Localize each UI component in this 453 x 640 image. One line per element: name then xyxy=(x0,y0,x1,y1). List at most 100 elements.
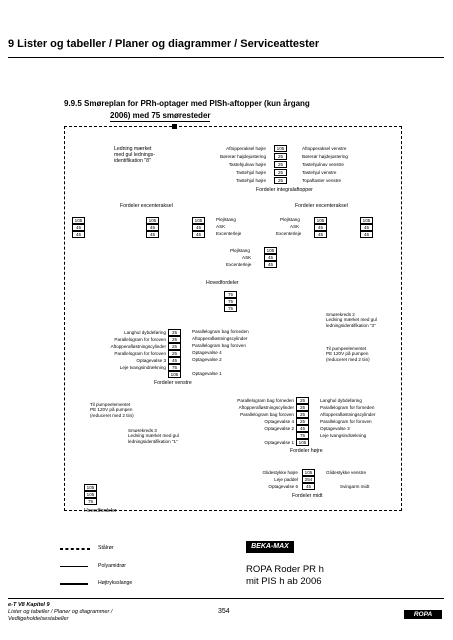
midt-label: Glidestykke højre xyxy=(262,470,299,475)
ropa-logo: ROPA xyxy=(404,610,442,619)
top-right-item: Topaftaster venstre xyxy=(302,178,342,183)
right-right-label: Leje tvangsindrækning xyxy=(320,433,367,438)
excenter-box: 45 xyxy=(314,224,327,231)
excenter-box: 45 xyxy=(146,224,159,231)
top-right-item: Tastehjul venstre xyxy=(302,170,337,175)
excenter-box: 45 xyxy=(192,224,205,231)
midt-label: Leje paddel xyxy=(274,477,298,482)
right-box: 25 xyxy=(296,404,309,411)
left-label: Leje tvangsindrækning xyxy=(119,365,166,370)
top-box: 25 xyxy=(274,177,287,184)
right-right-label: Langhul dybdeføring xyxy=(320,398,362,403)
left-right-label: Aftopperafløstningscylinder xyxy=(192,336,248,341)
left-label: Optagevalse 3 xyxy=(136,358,166,363)
right-right-label: Parallelogram for forneden xyxy=(320,405,375,410)
top-box: 25 xyxy=(274,161,287,168)
right-box: 25 xyxy=(296,418,309,425)
left-box: 25 xyxy=(168,336,181,343)
left-right-label: Optagevalse 4 xyxy=(192,350,222,355)
hoved-bottom-box: 105 xyxy=(84,484,97,491)
fordeler-excenter-right-label: Fordeler excenteraksel xyxy=(295,203,348,209)
left-box: 45 xyxy=(168,357,181,364)
excenter-box: 105 xyxy=(192,217,205,224)
fordeler-hojre-label: Fordeler højre xyxy=(290,448,323,454)
midt-box: 105 xyxy=(302,469,315,476)
top-left-item: Tastehjulnav højre xyxy=(228,162,266,167)
page-number: 354 xyxy=(218,608,230,615)
pump-left-label: Til pumpeelementet PE 120V på pumpen (re… xyxy=(90,402,134,418)
section-title-line1: 9.9.5 Smøreplan for PRh-optager med PISh… xyxy=(64,99,310,108)
excenter-box: 45 xyxy=(314,231,327,238)
right-label: Optagevalse 1 xyxy=(264,440,294,445)
excenter-label: Plejlstang xyxy=(216,217,236,222)
top-box: 25 xyxy=(274,153,287,160)
section-title-line2: 2006) med 75 smøresteder xyxy=(110,111,211,120)
excenter-box: 105 xyxy=(360,217,373,224)
top-left-item: Aftopperaksel højre xyxy=(226,146,266,151)
top-box: 25 xyxy=(274,169,287,176)
excenter-label: Excenterleje xyxy=(216,231,242,236)
right-box: 25 xyxy=(296,397,309,404)
top-left-item: Tastehjul højre xyxy=(236,170,266,175)
right-label: Aftopperafløstningscylinder xyxy=(238,405,294,410)
excenter-label: Plejlstang xyxy=(280,217,300,222)
midt-box: 45 xyxy=(302,483,315,490)
left-right-label: Parallelogram bag forneden xyxy=(192,329,249,334)
top-box: 105 xyxy=(274,145,287,152)
right-box: 25 xyxy=(296,411,309,418)
brand-subtitle: mit PIS h ab 2006 xyxy=(246,576,322,587)
top-left-item: Børerør højdejustering xyxy=(220,154,266,159)
legend-polyamid-label: Polyamidrør xyxy=(98,563,126,569)
left-right-label: Optagevalse 1 xyxy=(192,371,222,376)
left-box: 25 xyxy=(168,343,181,350)
midt-right-label: Svingarm midt xyxy=(340,484,370,489)
left-label: Aftopperafløstningscylinder xyxy=(110,344,166,349)
excenter-label: Excenterleje xyxy=(226,262,252,267)
footer-rule xyxy=(8,598,444,599)
diagram-frame xyxy=(64,126,402,511)
hoved-bottom-box: 75 xyxy=(84,498,97,505)
right-label: Parallelogram bag forneden xyxy=(237,398,294,403)
midt-label: Optagevalse 6 xyxy=(268,484,298,489)
midt-right-label: Glidestykke venstre xyxy=(326,470,367,475)
hoved-box: 75 xyxy=(224,291,237,298)
excenter-box: 45 xyxy=(72,224,85,231)
top-right-item: Børerør højdejustering xyxy=(302,154,348,159)
fordeler-excenter-left-label: Fordeler excenteraksel xyxy=(120,203,173,209)
excenter-box: 105 xyxy=(146,217,159,224)
smorekreds-3-label: Smørekreds 3 Ledning mærket med gul ledn… xyxy=(128,428,179,444)
left-label: Parallelogram for foroven xyxy=(114,337,166,342)
excenter-box: 45 xyxy=(264,261,277,268)
beka-max-logo: BEKA-MAX xyxy=(246,541,294,553)
excenter-label: ASK xyxy=(242,255,252,260)
excenter-box: 45 xyxy=(264,254,277,261)
legend-steel-label: Stålrør xyxy=(98,545,114,551)
fordeler-midt-label: Fordeler midt xyxy=(292,493,323,499)
right-right-label: Aftopperafløstningscylinder xyxy=(320,412,376,417)
top-right-item: Aftopperaksel venstre xyxy=(302,146,347,151)
left-box: 75 xyxy=(168,364,181,371)
chapter-title: 9 Lister og tabeller / Planer og diagram… xyxy=(8,38,320,50)
excenter-box: 105 xyxy=(314,217,327,224)
footer-line1: e-T V8 Kapitel 9 xyxy=(8,602,50,608)
right-label: Optagevalse 2 xyxy=(264,426,294,431)
ledning-label: Ledning mærket med gul lednings- identif… xyxy=(114,146,155,164)
excenter-label: ASK xyxy=(290,224,300,229)
footer-line3: Vedligeholdelsestabeller xyxy=(8,616,69,622)
header-rule xyxy=(8,57,444,58)
left-right-label: Optagevalse 2 xyxy=(192,357,222,362)
top-right-item: Tastehjulnav venstre xyxy=(302,162,344,167)
hoved-box: 75 xyxy=(224,305,237,312)
left-label: Langhul dybdeføring xyxy=(124,330,166,335)
left-box: 105 xyxy=(168,371,181,378)
legend-hose-label: Højtryksslange xyxy=(98,580,133,586)
hovedfordeler-label: Hovedfordeler xyxy=(206,280,239,286)
fordeler-integrale-label: Fordeler integralaftopper xyxy=(256,187,313,193)
excenter-label: ASK xyxy=(216,224,226,229)
hovedfordeler-bottom-label: Hovedfordeler xyxy=(84,508,117,514)
right-box: 75 xyxy=(296,432,309,439)
legend-hose-line xyxy=(60,583,88,585)
fordeler-venstre-label: Fordeler venstre xyxy=(154,380,192,386)
top-left-item: Tastehjul højre xyxy=(236,178,266,183)
left-box: 25 xyxy=(168,350,181,357)
